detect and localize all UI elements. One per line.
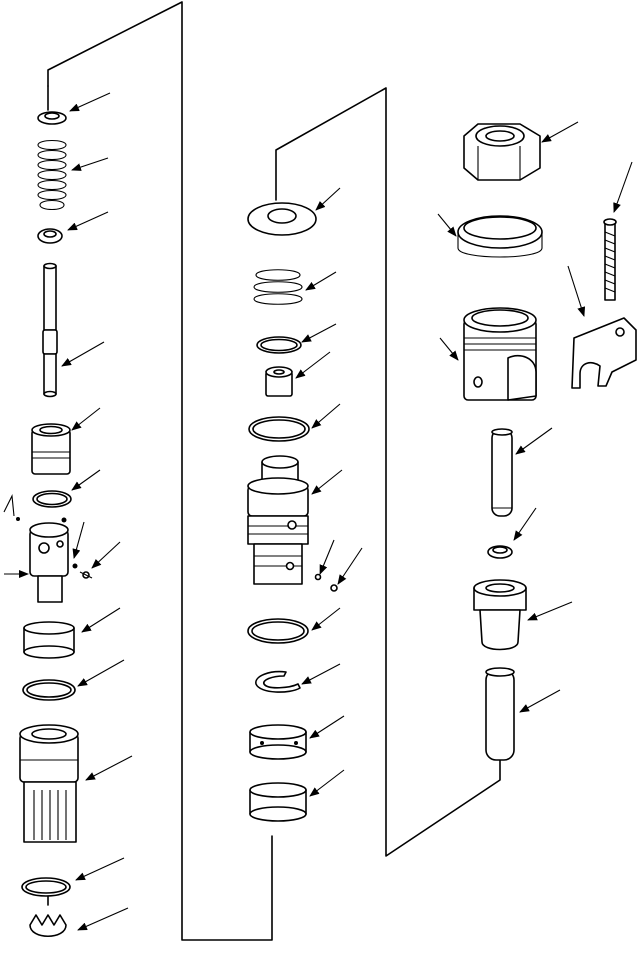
small-seal <box>487 545 513 559</box>
cylinder-cap <box>463 307 537 401</box>
rod <box>491 428 513 517</box>
valve-body <box>3 494 93 603</box>
valve-piston <box>31 423 71 475</box>
middle-column-assembly <box>247 202 338 822</box>
flanged-bushing <box>473 579 527 651</box>
hex-nut <box>463 123 541 181</box>
o-ring-lower <box>21 877 71 897</box>
clamp-bracket <box>571 317 637 389</box>
small-bushing <box>265 366 293 397</box>
assembly-outline-lines <box>47 1 501 941</box>
bolt <box>603 218 617 301</box>
top-washer <box>37 111 67 125</box>
left-column-assembly <box>3 111 93 937</box>
o-ring-middle <box>22 679 76 701</box>
valve-housing <box>19 724 79 843</box>
o-ring-upper <box>32 490 72 508</box>
right-column-assembly <box>457 123 637 761</box>
o-ring-mid-upper <box>248 416 310 442</box>
lower-rod <box>485 667 515 761</box>
coil-spring <box>37 139 67 211</box>
snap-ring-small <box>256 336 302 354</box>
flat-washer <box>247 202 317 236</box>
spring-seat <box>37 228 63 244</box>
lock-ring <box>457 215 543 258</box>
crown-clip <box>29 914 67 937</box>
sleeve-ring <box>23 621 75 659</box>
split-ring <box>255 670 301 693</box>
callout-arrows <box>4 92 633 931</box>
cartridge-body <box>247 455 338 592</box>
o-ring-mid-lower <box>247 618 309 644</box>
mid-spring <box>253 269 303 305</box>
guide-ring <box>249 782 307 822</box>
valve-stem <box>42 262 58 398</box>
backup-ring <box>249 724 307 760</box>
